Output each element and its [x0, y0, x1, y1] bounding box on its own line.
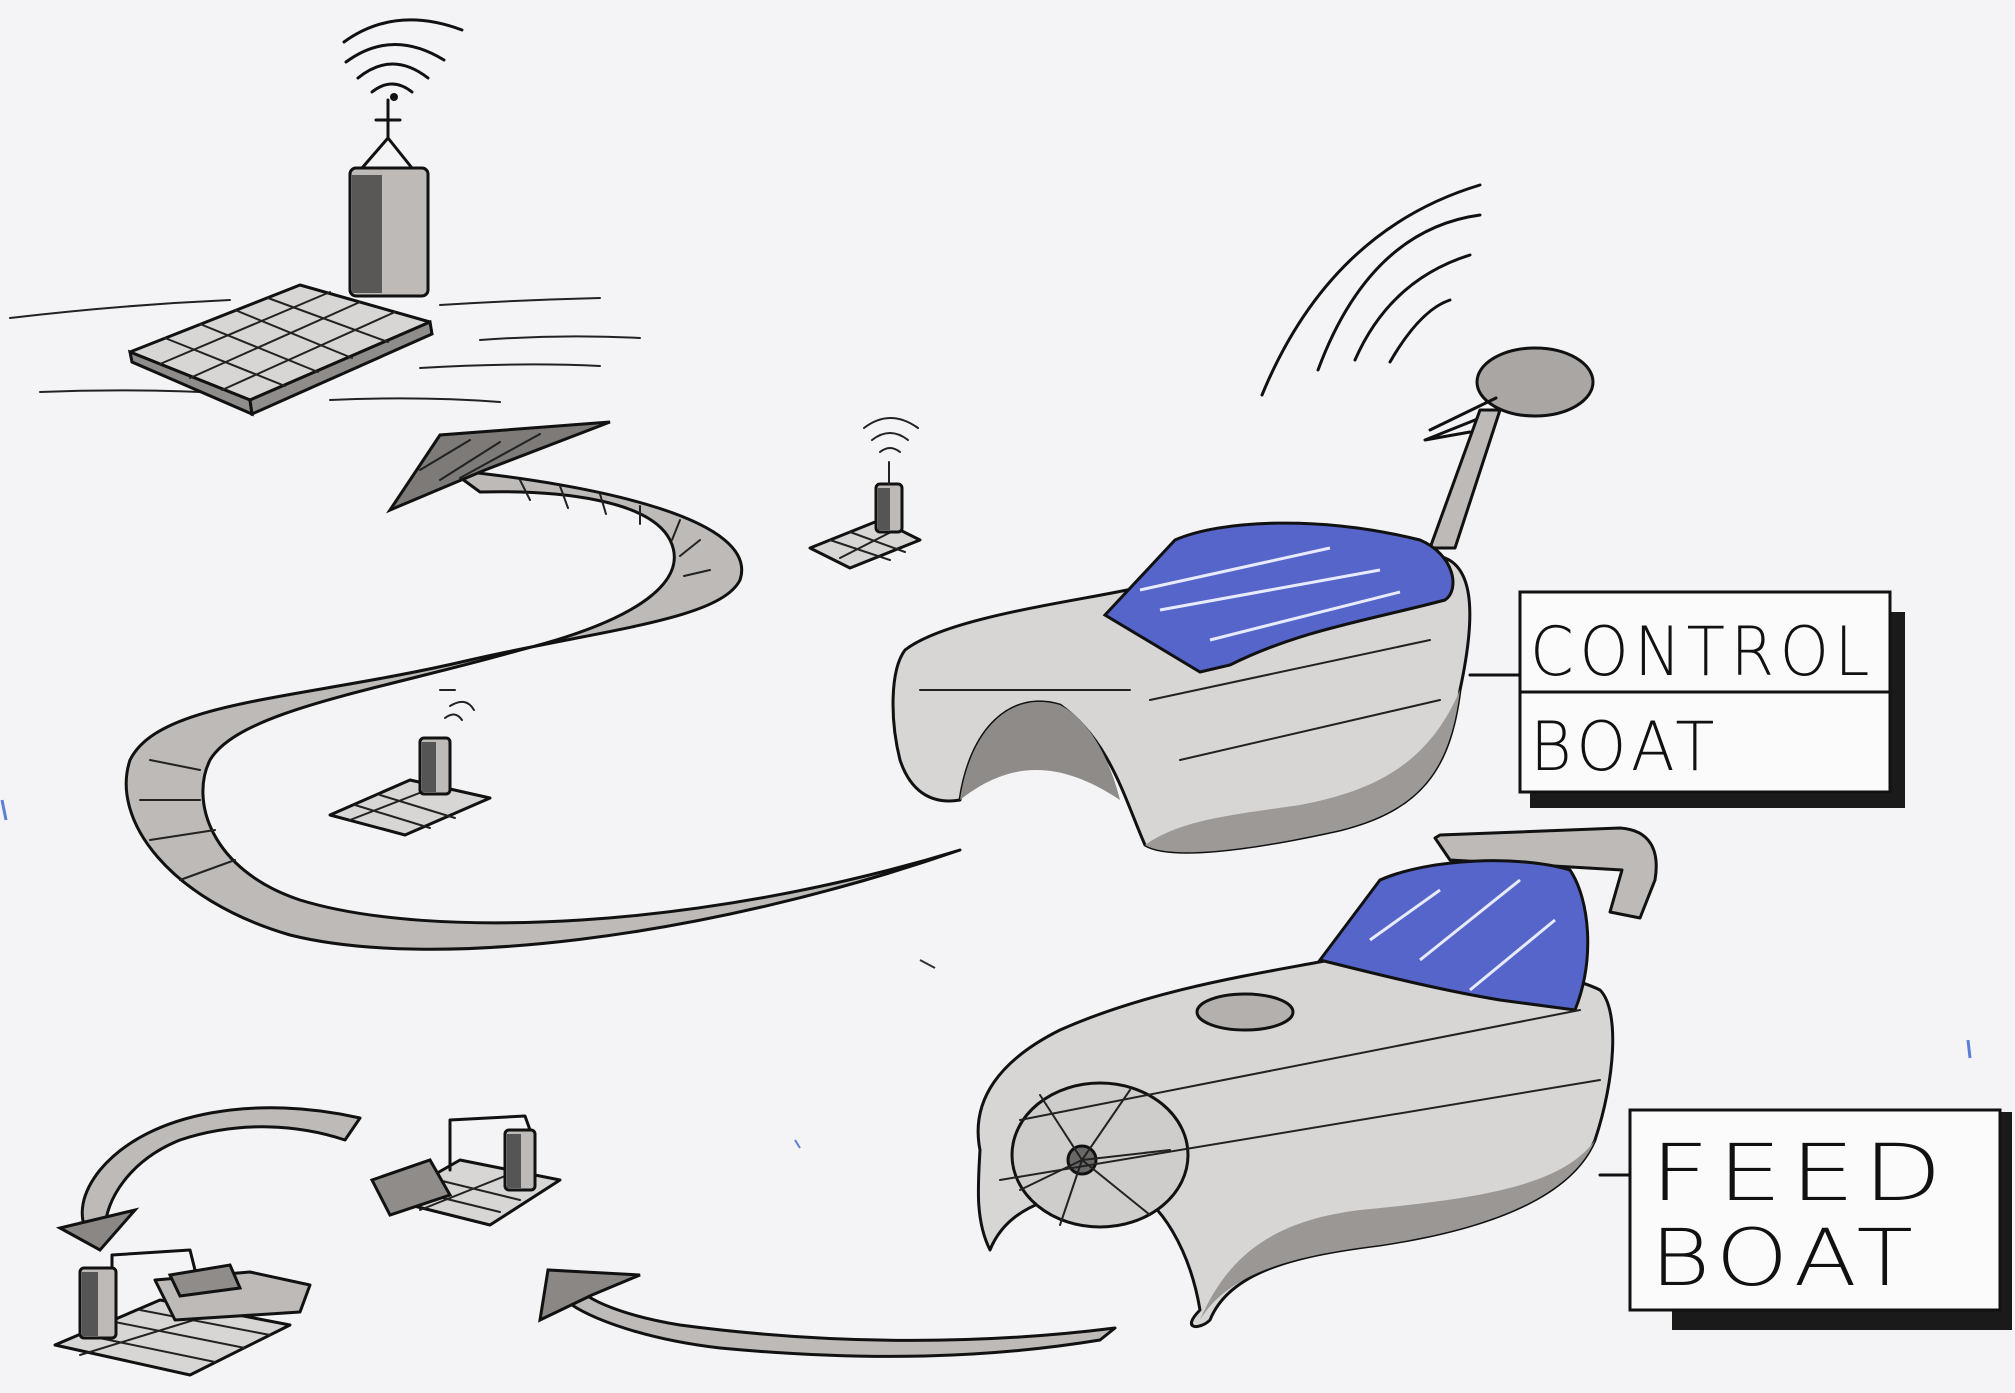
fish-cage-small-left — [55, 1250, 310, 1375]
feed-boat-label-line2: BOAT — [1650, 1214, 1920, 1304]
return-arrow-bottom — [540, 1270, 1115, 1356]
control-boat-label: CONTROL BOAT — [1520, 592, 1905, 808]
feed-boat-label: FEED BOAT — [1630, 1110, 2012, 1330]
small-buoy-upper — [810, 418, 920, 568]
feed-boat — [978, 828, 1656, 1327]
control-boat — [893, 185, 1593, 852]
small-buoy-middle — [330, 690, 490, 835]
control-boat-label-line2: BOAT — [1530, 708, 1720, 787]
fish-cage-platform-main — [10, 20, 640, 414]
control-boat-label-line1: CONTROL — [1530, 613, 1875, 692]
route-arrow-large — [126, 422, 960, 949]
fish-cage-small-right — [372, 1116, 560, 1225]
cycle-arrow-small — [60, 1108, 360, 1250]
feed-boat-label-line1: FEED — [1650, 1129, 1950, 1219]
